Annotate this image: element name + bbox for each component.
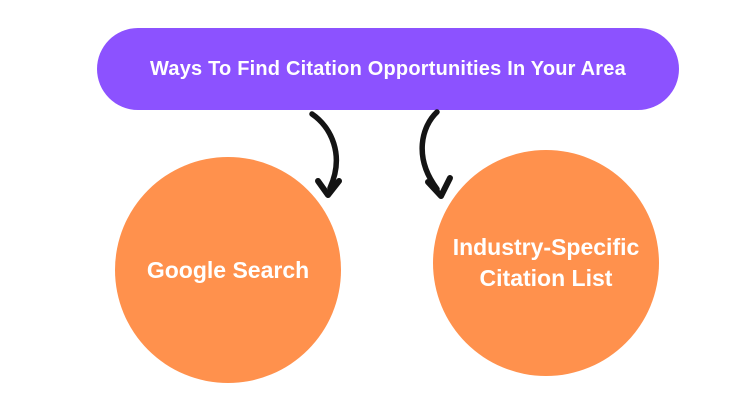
curved-arrow-left-icon xyxy=(309,111,342,198)
node-google-search: Google Search xyxy=(115,157,341,383)
node-industry-citation-list: Industry-Specific Citation List xyxy=(433,150,659,376)
title-banner: Ways To Find Citation Opportunities In Y… xyxy=(97,28,679,110)
curved-arrow-right-icon xyxy=(419,109,453,199)
node-google-search-label: Google Search xyxy=(146,256,310,283)
node-industry-citation-list-label-line2: Citation List xyxy=(479,265,613,291)
node-industry-citation-list-label-line1: Industry-Specific xyxy=(452,234,640,260)
title-text: Ways To Find Citation Opportunities In Y… xyxy=(150,57,626,80)
